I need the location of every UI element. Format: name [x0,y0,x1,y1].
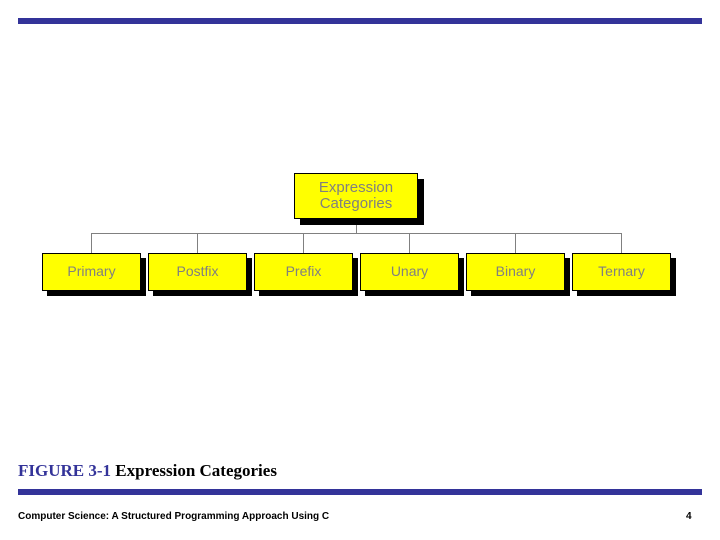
child-node-label: Postfix [176,263,219,280]
connector-child-6 [621,233,622,253]
connector-child-5 [515,233,516,253]
child-node-ternary: Ternary [572,253,671,291]
footer-page-number: 4 [686,511,692,522]
figure-number: FIGURE 3-1 [18,461,112,480]
child-node-primary: Primary [42,253,141,291]
connector-child-2 [197,233,198,253]
child-node-unary: Unary [360,253,459,291]
child-node-prefix: Prefix [254,253,353,291]
connector-child-4 [409,233,410,253]
connector-child-3 [303,233,304,253]
child-node-label: Ternary [598,263,645,280]
child-node-binary: Binary [466,253,565,291]
figure-title: Expression Categories [115,461,277,480]
child-node-label: Primary [67,263,116,280]
root-node-expression-categories: Expression Categories [294,173,418,219]
top-rule [18,18,702,24]
child-node-label: Binary [495,263,536,280]
root-node-label: Expression Categories [318,178,394,212]
bottom-rule [18,489,702,495]
expression-categories-diagram: Expression Categories Primary Postfix Pr… [0,160,720,320]
figure-caption: FIGURE 3-1 Expression Categories [18,461,277,481]
child-node-label: Prefix [285,263,322,280]
connector-child-1 [91,233,92,253]
child-node-label: Unary [390,263,429,280]
footer-book-title: Computer Science: A Structured Programmi… [18,511,330,522]
connector-root-stem [356,219,357,233]
connector-bus [91,233,622,234]
child-node-postfix: Postfix [148,253,247,291]
